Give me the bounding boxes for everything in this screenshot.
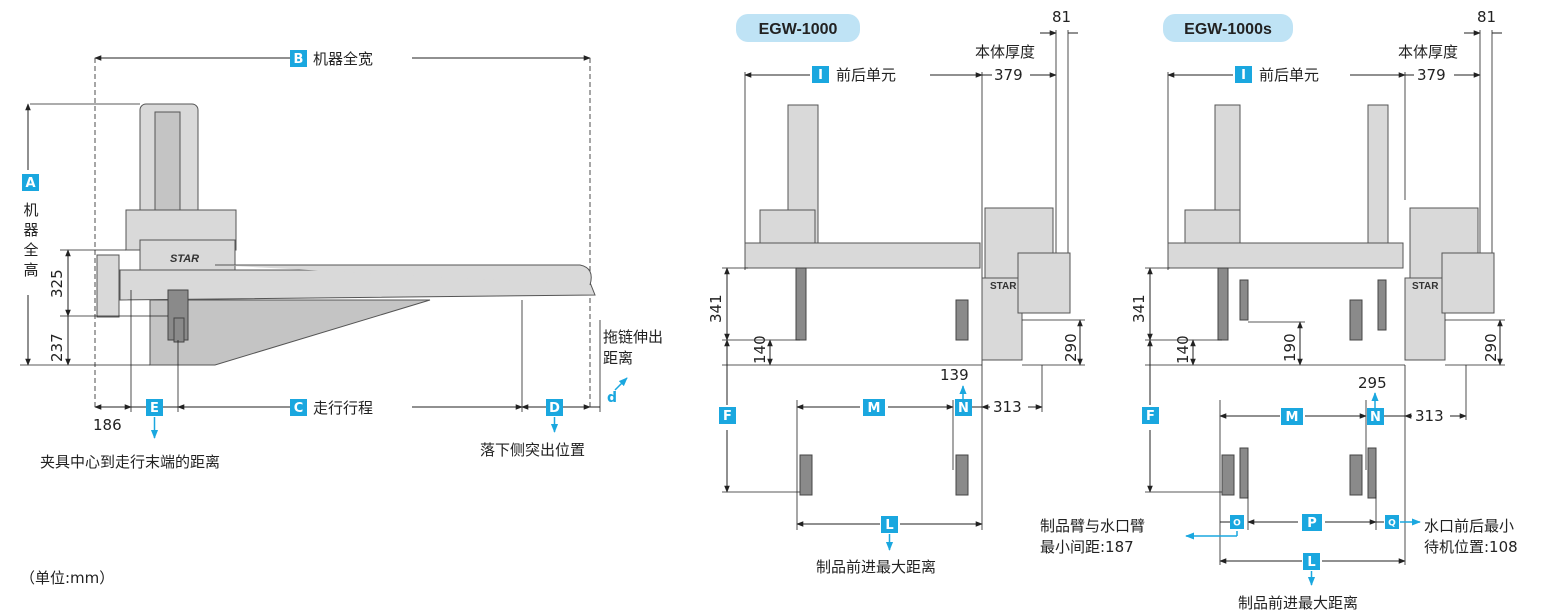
- height-label-2: 器: [23, 221, 38, 239]
- tag-D: [546, 399, 563, 416]
- overall-width-label: 机器全宽: [313, 50, 373, 68]
- height-label-4: 高: [23, 261, 38, 279]
- m2-O-desc-1: 制品臂与水口臂: [1040, 517, 1145, 535]
- m2-dim-190: 190: [1281, 333, 1299, 362]
- gripper-center-desc: 夹具中心到走行末端的距离: [40, 453, 220, 471]
- m2-tag-Q: [1385, 515, 1399, 529]
- side-view: B 机器全宽 STAR A 机 器 全 高 325 237: [20, 50, 663, 587]
- model-tag-egw1000s: [1163, 14, 1293, 42]
- m1-dim-379: 379: [994, 66, 1023, 84]
- m2-dim-81: 81: [1477, 8, 1496, 26]
- m1-tag-N: [955, 399, 972, 416]
- m2-max-advance-label: 制品前进最大距离: [1238, 594, 1358, 612]
- m2-tag-L: [1303, 553, 1320, 570]
- m2-dim-341: 341: [1130, 294, 1148, 323]
- model-name-2: EGW-1000s: [1184, 21, 1272, 38]
- tag-d: d: [607, 390, 617, 406]
- model-egw-1000s: EGW-1000s 81 本体厚度 I 前后单元 379 STAR: [1040, 8, 1518, 612]
- m1-tag-N-text: N: [958, 401, 969, 416]
- tag-A-text: A: [25, 176, 35, 191]
- m1-tag-I-text: I: [818, 68, 823, 83]
- m2-tag-N: [1367, 408, 1384, 425]
- tag-A: [22, 174, 39, 191]
- m1-dim-139: 139: [940, 366, 969, 384]
- tag-B: [290, 50, 307, 67]
- m2-tag-N-text: N: [1370, 410, 1381, 425]
- m1-dim-290: 290: [1062, 333, 1080, 362]
- m1-max-advance-label: 制品前进最大距离: [816, 558, 936, 576]
- model-tag-egw1000: [736, 14, 860, 42]
- m1-tag-F: [719, 407, 736, 424]
- cable-chain-label-1: 拖链伸出: [603, 328, 663, 346]
- m1-tag-I: [812, 66, 829, 83]
- m2-tag-M: [1281, 408, 1303, 425]
- m2-dim-295: 295: [1358, 374, 1387, 392]
- unit-label: （单位:mm）: [20, 569, 114, 587]
- m2-Q-desc-1: 水口前后最小: [1424, 517, 1514, 535]
- dim-186: 186: [93, 416, 122, 434]
- cable-chain-label-2: 距离: [603, 349, 633, 367]
- m1-dim-81: 81: [1052, 8, 1071, 26]
- m2-star-logo: STAR: [1412, 281, 1439, 292]
- m1-dim-140: 140: [751, 335, 769, 364]
- m2-tag-F: [1142, 407, 1159, 424]
- tag-C: [290, 399, 307, 416]
- m2-tag-O-text: O: [1233, 519, 1241, 529]
- model-name-1: EGW-1000: [759, 21, 838, 38]
- m2-tag-I: [1235, 66, 1252, 83]
- m1-tag-F-text: F: [723, 409, 732, 424]
- drop-side-desc: 落下侧突出位置: [480, 441, 585, 459]
- m2-dim-290: 290: [1482, 333, 1500, 362]
- tag-D-text: D: [549, 401, 560, 416]
- m2-tag-P-text: P: [1307, 516, 1317, 531]
- m2-front-back-label: 前后单元: [1259, 66, 1319, 84]
- height-label-3: 全: [23, 241, 38, 259]
- m2-O-desc-2: 最小间距:187: [1040, 538, 1134, 556]
- dim-325: 325: [48, 269, 66, 298]
- m1-tag-L-text: L: [885, 518, 893, 533]
- height-label-1: 机: [23, 201, 38, 219]
- m2-tag-O: [1230, 515, 1244, 529]
- star-logo: STAR: [170, 253, 199, 265]
- m2-dim-313: 313: [1415, 407, 1444, 425]
- m1-tag-L: [881, 516, 898, 533]
- m1-tag-M: [863, 399, 885, 416]
- m2-tag-M-text: M: [1286, 410, 1299, 425]
- tag-B-text: B: [294, 52, 304, 67]
- m1-star-logo: STAR: [990, 281, 1017, 292]
- traverse-stroke-label: 走行行程: [313, 399, 373, 417]
- m2-tag-I-text: I: [1241, 68, 1246, 83]
- m2-dim-379: 379: [1417, 66, 1446, 84]
- tag-C-text: C: [294, 401, 304, 416]
- m1-dim-341: 341: [707, 294, 725, 323]
- m1-front-back-label: 前后单元: [836, 66, 896, 84]
- m2-tag-P: [1302, 514, 1322, 531]
- m2-tag-Q-text: Q: [1388, 519, 1396, 529]
- m2-thickness-label: 本体厚度: [1398, 43, 1458, 61]
- tag-E: [146, 399, 163, 416]
- tag-E-text: E: [150, 401, 159, 416]
- m2-dim-140: 140: [1174, 335, 1192, 364]
- m2-Q-desc-2: 待机位置:108: [1424, 538, 1518, 556]
- m2-tag-F-text: F: [1146, 409, 1155, 424]
- m1-tag-M-text: M: [868, 401, 881, 416]
- model-egw-1000: EGW-1000 81 本体厚度 I 前后单元 379 STAR: [707, 8, 1085, 576]
- dim-237: 237: [48, 333, 66, 362]
- m1-dim-313: 313: [993, 398, 1022, 416]
- m1-thickness-label: 本体厚度: [975, 43, 1035, 61]
- m2-tag-L-text: L: [1307, 555, 1315, 570]
